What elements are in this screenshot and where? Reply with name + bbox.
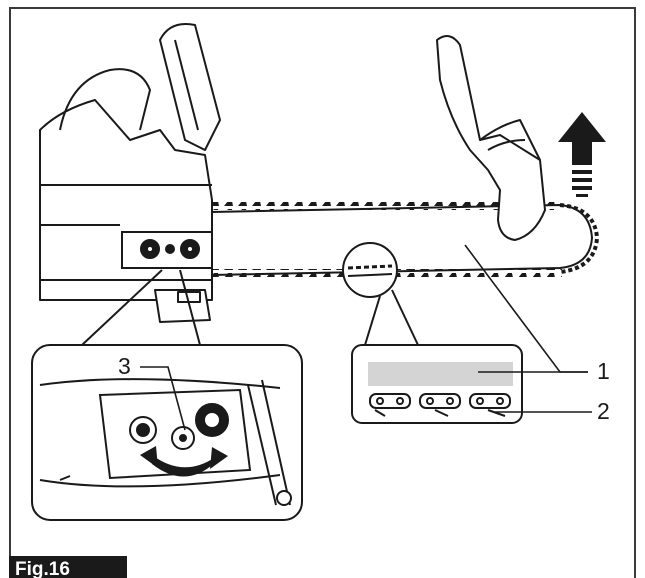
callout-guide-bar: 1: [597, 358, 610, 384]
figure-caption-tag: Fig.16: [9, 556, 127, 578]
inset-leader-lines: [81, 269, 201, 346]
callout-adjusting-screw: 3: [118, 353, 131, 379]
detail-leader-lines: [364, 289, 419, 346]
chain-detail-inset: [351, 344, 523, 424]
adjusting-screw-inset: [31, 344, 303, 521]
callout-saw-chain: 2: [597, 398, 610, 424]
hand: [436, 35, 546, 241]
up-arrow-icon: [558, 112, 606, 197]
sprocket-cover-nuts: [121, 231, 213, 269]
figure-frame: [9, 7, 636, 578]
rotate-arrow-icon: [140, 446, 228, 477]
chainsaw-body: [39, 23, 221, 323]
magnify-circle: [342, 242, 398, 298]
callout-leaders: [140, 244, 592, 431]
